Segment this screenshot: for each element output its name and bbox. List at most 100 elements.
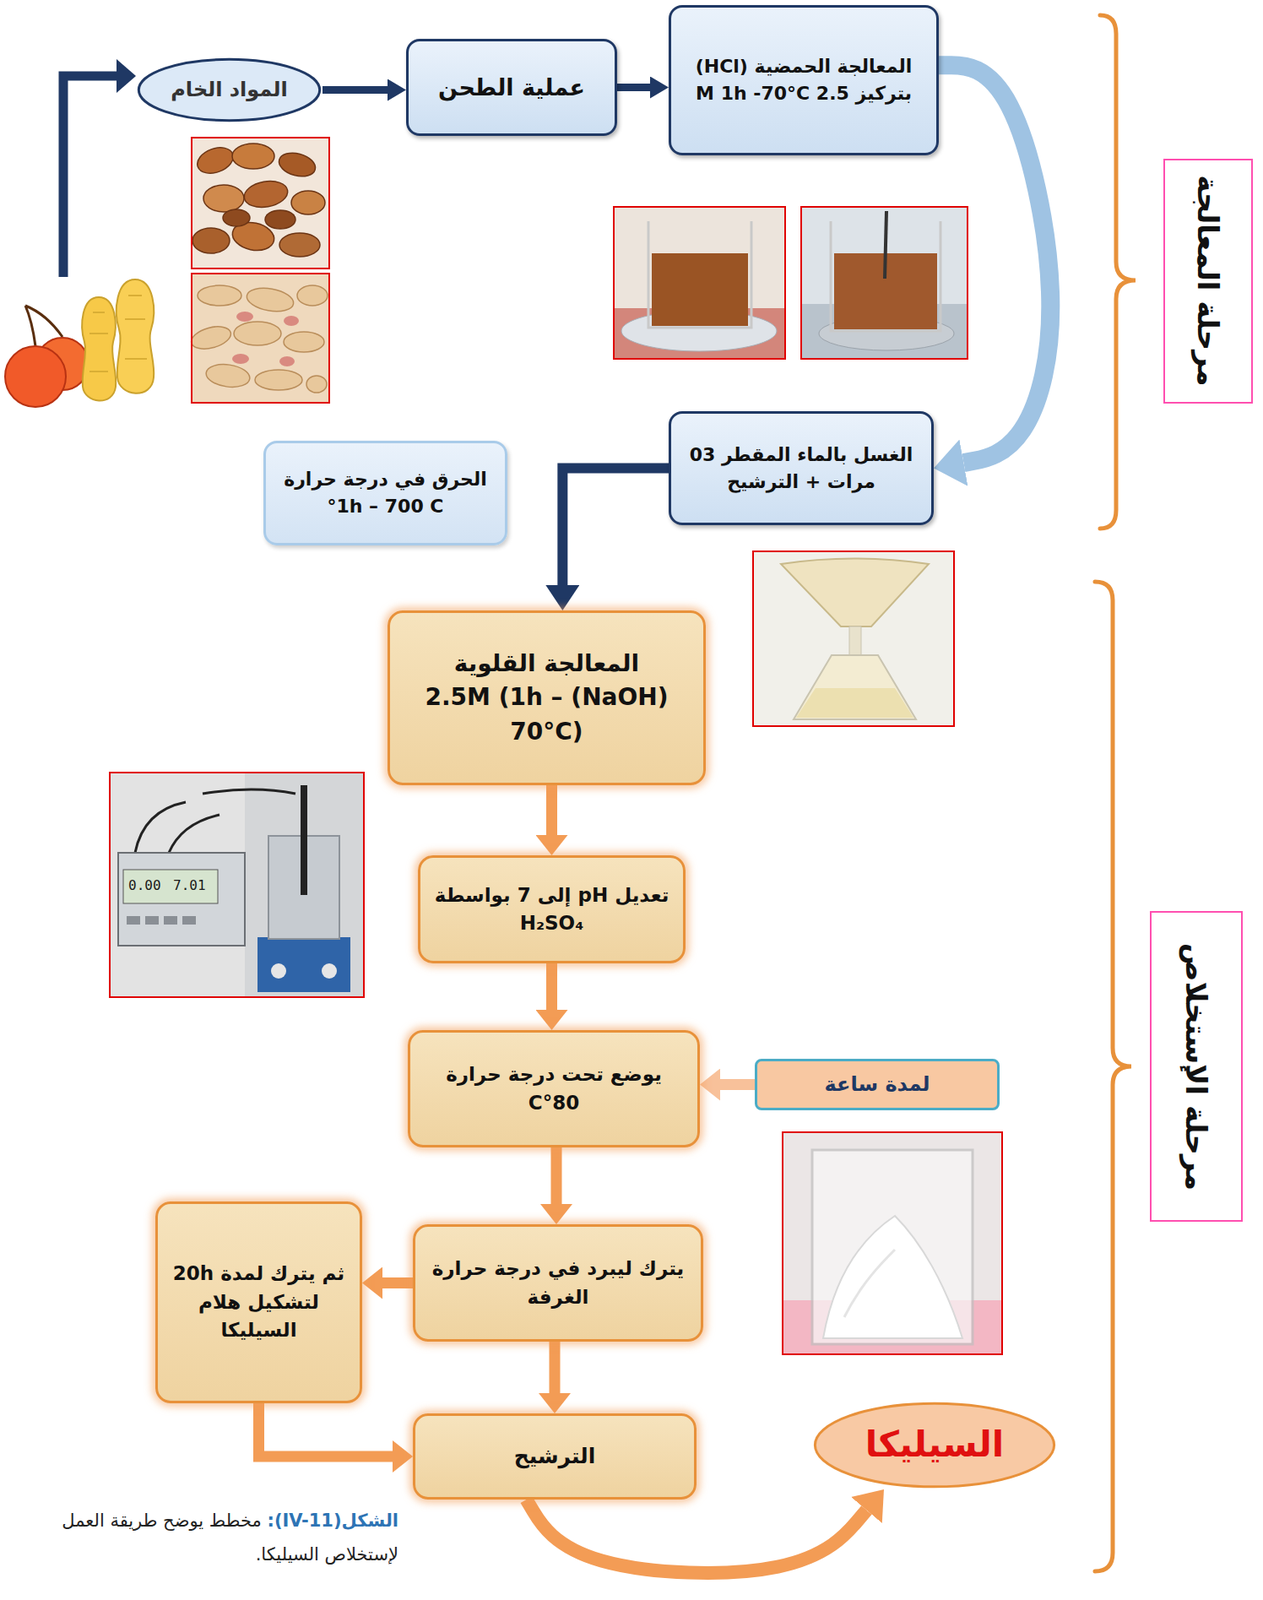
flow-arrow	[562, 468, 669, 586]
peanut-icon	[89, 295, 147, 372]
acid-beaker-photo	[613, 206, 786, 359]
node-text: لمدة ساعة	[823, 1069, 930, 1100]
flow-arrow	[546, 785, 558, 835]
silica-photo	[812, 1149, 973, 1345]
peanut-shell-photo	[189, 322, 234, 353]
stage-bracket	[1100, 15, 1136, 529]
shell-photo	[191, 137, 330, 269]
node-text: مرحلة المعالجة	[1191, 174, 1226, 386]
peanut-shell-photo	[232, 353, 250, 364]
filtration-photo	[780, 558, 929, 628]
result-ellipse: السيليكا	[811, 1400, 1058, 1490]
raw-material-arrow	[63, 59, 136, 277]
filtration-photo	[793, 655, 917, 720]
shell-photo	[203, 184, 244, 212]
node-text: الحرق في درجة حرارة 1h – 700 C°	[277, 466, 494, 521]
flow-arrow	[259, 1403, 394, 1457]
peanut-shell-photo	[236, 311, 254, 322]
process-box: ثم يترك لمدة 20h لتشكيل هلام السيليكا	[155, 1201, 363, 1404]
acid-beaker-photo	[651, 253, 749, 326]
peanut-shell-photo	[189, 284, 328, 393]
peanut-shell-photo	[297, 285, 328, 306]
figure-caption: الشكل(IV-11): مخطط يوضح طريقة العمل لإست…	[60, 1504, 399, 1572]
meter-reading: 7.01	[173, 877, 206, 894]
shell-photo	[265, 210, 296, 229]
peanut-shell-photo	[244, 284, 296, 315]
ph-meter-photo	[271, 963, 287, 979]
note-box: الحرق في درجة حرارة 1h – 700 C°	[263, 440, 508, 546]
node-text: المعالجة الحمضية (HCl) بتركيز 2.5 M 1h -…	[682, 53, 925, 108]
flow-arrow	[617, 83, 651, 92]
peanut-shell-photo	[306, 375, 327, 393]
node-text: يوضع تحت درجة حرارة 80°C	[422, 1060, 686, 1117]
fruit-icon	[5, 346, 66, 407]
ph-meter-photo	[257, 937, 351, 992]
process-box: تعديل pH إلى 7 بواسطة H₂SO₄	[417, 855, 686, 964]
node-text: الترشيح	[514, 1441, 597, 1472]
ph-meter-photo	[321, 963, 337, 979]
node-text: مرحلة الإستخلاص	[1179, 942, 1215, 1190]
shell-photo	[279, 233, 320, 257]
peanut-shell-photo	[233, 321, 282, 346]
process-box: المعالجة القلوية (NaOH) 2.5M (1h – 70°C)	[387, 610, 706, 786]
peanut-shell-photo	[283, 315, 299, 326]
flow-arrow	[549, 1341, 561, 1394]
fruit-icon	[5, 305, 89, 407]
flow-arrow	[322, 86, 388, 94]
acid-beaker-photo	[801, 206, 968, 359]
node-text: تعديل pH إلى 7 بواسطة H₂SO₄	[432, 881, 672, 938]
peanut-icon	[81, 279, 154, 402]
process-box: عملية الطحن	[406, 38, 618, 136]
acid-beaker-photo	[648, 221, 752, 328]
flow-arrow	[525, 1499, 867, 1573]
silica-photo	[823, 1215, 963, 1339]
flow-arrow	[551, 1147, 563, 1204]
process-box: الغسل بالماء المقطر 03 مرات + الترشيح	[668, 411, 934, 526]
process-box: يترك ليبرد في درجة حرارة الغرفة	[412, 1224, 704, 1342]
shell-photo	[191, 137, 330, 269]
peanut-shell-photo	[191, 273, 330, 403]
flow-arrow	[382, 1277, 413, 1289]
acid-beaker-photo	[613, 206, 786, 359]
silica-photo	[782, 1132, 1003, 1355]
ph-meter-photo	[244, 772, 364, 998]
ellipse-shape	[138, 59, 320, 120]
ellipse-shape	[814, 1403, 1054, 1487]
filtration-photo	[753, 551, 955, 727]
filtration-photo	[796, 688, 914, 718]
shell-photo	[222, 209, 250, 227]
flow-arrow	[720, 1078, 755, 1090]
duration-box: لمدة ساعة	[754, 1058, 1000, 1111]
process-box: الترشيح	[412, 1413, 697, 1500]
shell-photo	[242, 178, 290, 212]
stage-label-box: مرحلة الإستخلاص	[1149, 910, 1243, 1222]
silica-photo	[782, 1132, 1003, 1355]
acid-beaker-photo	[613, 206, 786, 359]
filtration-photo	[849, 626, 862, 656]
flow-arrow	[546, 963, 558, 1010]
stage-label-box: مرحلة المعالجة	[1163, 158, 1253, 404]
silica-photo	[782, 1132, 1003, 1355]
peanut-shell-photo	[283, 331, 325, 353]
start-ellipse: المواد الخام	[135, 57, 323, 123]
shell-photo	[191, 137, 330, 269]
meter-reading: 0.00	[128, 877, 162, 894]
acid-beaker-photo	[801, 206, 968, 359]
peanut-shell-photo	[204, 362, 251, 391]
process-box: المعالجة الحمضية (HCl) بتركيز 2.5 M 1h -…	[668, 5, 939, 156]
node-text: المواد الخام	[170, 75, 288, 105]
raw-material-arrow	[116, 59, 136, 93]
ph-meter-photo	[145, 916, 159, 925]
node-text: يترك ليبرد في درجة حرارة الغرفة	[427, 1254, 689, 1312]
shell-photo	[291, 190, 326, 215]
ph-meter-photo	[163, 916, 178, 925]
silica-photo	[844, 1249, 895, 1318]
ph-meter-photo	[182, 916, 196, 925]
node-text: الغسل بالماء المقطر 03 مرات + الترشيح	[682, 441, 920, 496]
peanut-shell-photo	[232, 311, 299, 367]
flow-arrow	[938, 65, 1051, 463]
peanut-shell-photo	[279, 356, 295, 367]
peanut-shell-photo	[197, 285, 242, 306]
caption-number: الشكل(IV-11):	[267, 1510, 400, 1531]
